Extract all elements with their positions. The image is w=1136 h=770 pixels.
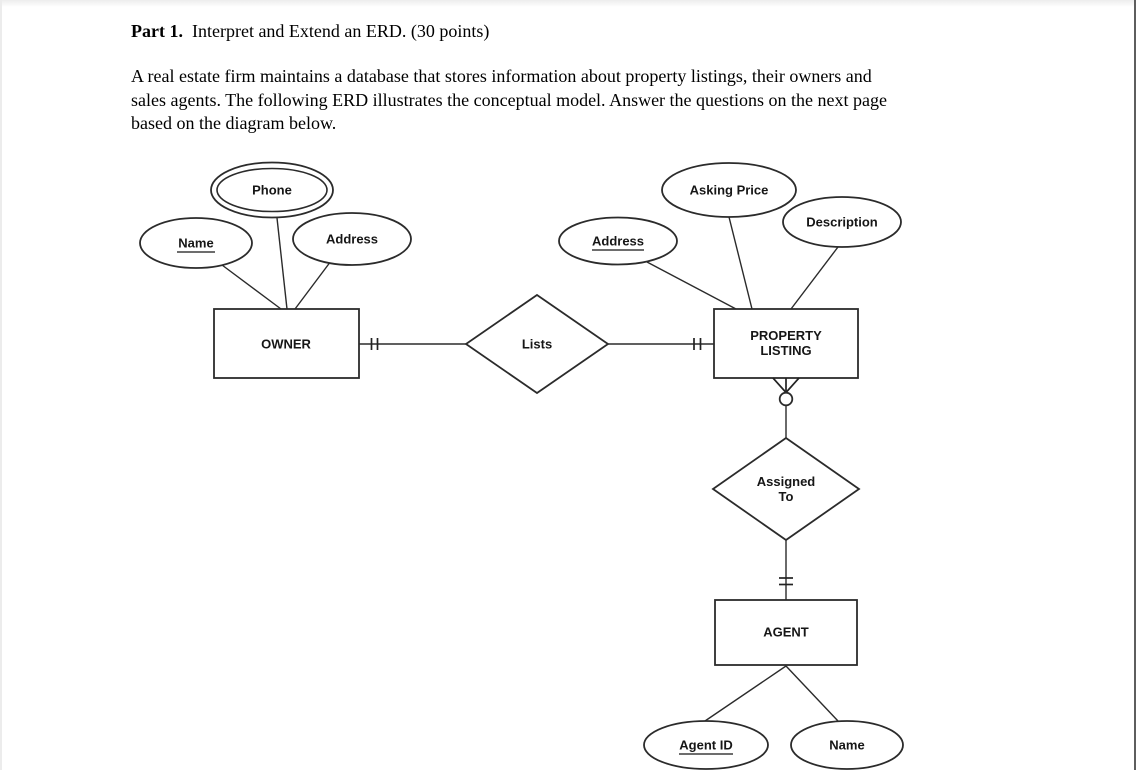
listing-description-connector [790, 246, 839, 310]
listing-description-attribute-ellipse [782, 196, 902, 248]
lists-relationship-diamond [464, 293, 610, 395]
owner-entity-label: OWNER [261, 337, 311, 352]
listing-asking-price-connector [728, 216, 753, 310]
assigned-to-relationship-diamond [711, 436, 861, 542]
owner-phone-attribute-label: Phone [252, 183, 292, 198]
listing-address-attribute-ellipse [558, 216, 678, 266]
assigned-to-relationship-label-line2: To [779, 489, 794, 504]
agent-entity-box [714, 599, 858, 666]
intro-paragraph-line-3: based on the diagram below. [131, 113, 337, 133]
document-text-block: Part 1. Interpret and Extend an ERD. (30 … [131, 19, 1016, 136]
agent-one-cardinality-ticks-icon [779, 577, 793, 586]
section-heading: Part 1. Interpret and Extend an ERD. (30 … [131, 19, 1016, 43]
owner-entity-box [213, 308, 360, 379]
owner-name-attribute-label: Name [178, 236, 213, 251]
listing-address-connector [646, 261, 737, 310]
agent-id-attribute-label: Agent ID [679, 738, 732, 753]
assigned-to-relationship-label-line1: Assigned [757, 474, 816, 489]
agent-agentid-connector [704, 665, 787, 722]
crows-foot-right-prong [785, 377, 800, 394]
agent-name-attribute-label: Name [829, 738, 864, 753]
owner-one-cardinality-ticks-icon [370, 338, 379, 350]
section-heading-title: Interpret and Extend an ERD. (30 points) [191, 21, 490, 41]
zero-cardinality-circle-icon [778, 391, 794, 407]
crows-foot-left-prong [772, 377, 787, 394]
agent-name-attribute-ellipse [790, 720, 904, 770]
lists-relationship-label: Lists [522, 337, 552, 352]
owner-phone-connector [276, 217, 288, 310]
listing-asking-price-attribute-label: Asking Price [690, 183, 769, 198]
intro-paragraph: A real estate firm maintains a database … [131, 65, 1016, 136]
listing-one-cardinality-ticks-icon [693, 338, 702, 350]
page-right-edge [1134, 0, 1136, 770]
owner-phone-attribute-ellipse-outer [210, 161, 334, 219]
listing-asking-price-attribute-ellipse [661, 162, 797, 218]
property-listing-entity-label-line1: PROPERTY [750, 328, 822, 343]
listing-address-attribute-label: Address [592, 234, 644, 249]
owner-phone-attribute-ellipse-inner [216, 167, 328, 213]
intro-paragraph-line-1: A real estate firm maintains a database … [131, 66, 872, 86]
owner-address-attribute-label: Address [326, 232, 378, 247]
agent-entity-label: AGENT [763, 625, 809, 640]
page-left-edge [0, 0, 2, 770]
owner-address-connector [294, 260, 332, 310]
owner-name-connector [221, 264, 282, 310]
agent-id-attribute-ellipse [643, 720, 769, 770]
intro-paragraph-line-2: sales agents. The following ERD illustra… [131, 89, 887, 110]
property-listing-entity-label-line2: LISTING [760, 343, 811, 358]
listing-description-attribute-label: Description [806, 215, 878, 230]
owner-name-attribute-ellipse [139, 217, 253, 269]
agent-name-connector [785, 665, 839, 722]
crows-foot-many-icon [772, 377, 800, 394]
owner-address-attribute-ellipse [292, 212, 412, 266]
section-heading-number: Part 1. [131, 21, 183, 41]
